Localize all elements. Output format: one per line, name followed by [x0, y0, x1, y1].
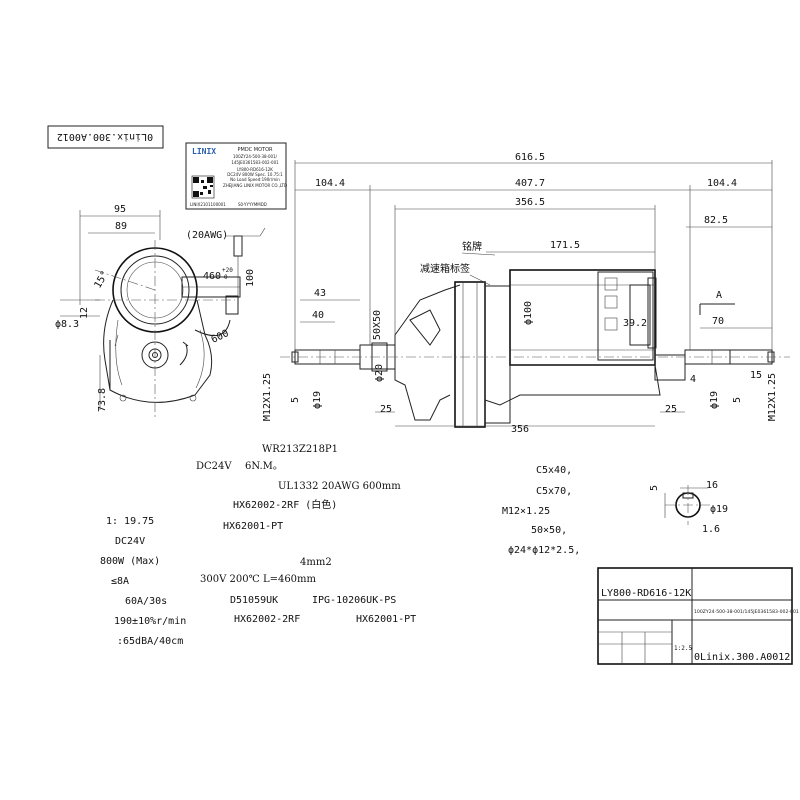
spec-ipg: IPG-10206UK-PS — [312, 595, 396, 606]
title-block: LY800-RD616-12K 100ZY24-500-38-001/145JE… — [597, 567, 799, 665]
spec-noise: :65dBA/40cm — [117, 636, 183, 647]
spec-dc24b: DC24V — [115, 536, 145, 547]
dim-39-2: 39.2 — [623, 318, 647, 329]
spec-phi: ϕ24*ϕ12*2.5, — [508, 545, 580, 556]
nameplate-line2: 145JE0361583-002-001 — [231, 160, 279, 165]
dim-171-5: 171.5 — [550, 240, 580, 251]
dim-70: 70 — [712, 316, 724, 327]
title-drawing-no: 0Linix.300.A0012 — [694, 652, 790, 663]
nameplate-line6: ZHEJIANG LINIX MOTOR CO.,LTD — [223, 183, 287, 188]
nameplate-line4: DC24V 800W Spec. 10.75:1 — [227, 172, 283, 177]
dim-4: 4 — [690, 374, 696, 385]
dim-73-8: 73.8 — [97, 388, 108, 412]
side-view-dimensions: 616.5 104.4 407.7 104.4 356.5 171.5 82.5… — [262, 152, 778, 435]
title-model: LY800-RD616-12K — [601, 588, 691, 599]
spec-current: ≤8A — [111, 576, 129, 587]
dim-5-left: 5 — [290, 397, 301, 403]
qr-code-icon — [191, 175, 215, 199]
spec-dc24v: DC24V — [196, 461, 232, 472]
dim-left-shaft: 104.4 — [315, 178, 345, 189]
dim-82-5: 82.5 — [704, 215, 728, 226]
svg-text:+20: +20 — [222, 267, 233, 274]
nameplate-line5: No Load Speed:190r/min — [230, 177, 280, 182]
dim-m12-right: M12X1.25 — [767, 373, 778, 421]
dim-motor-len: 356.5 — [515, 197, 545, 208]
dim-100: 100 — [245, 269, 256, 287]
spec-c5x70: C5x70, — [536, 486, 572, 497]
side-view — [280, 269, 790, 428]
spec-m12: M12×1.25 — [502, 506, 550, 517]
spec-amp: 60A/30s — [125, 596, 167, 607]
dim-phi19-right: ϕ19 — [709, 391, 720, 409]
nameplate-brand: LINIX — [192, 147, 216, 156]
dim-25-right: 25 — [665, 404, 677, 415]
dim-50x50: 50X50 — [372, 310, 383, 340]
spec-wr: WR213Z218P1 — [262, 444, 338, 455]
spec-hx2: HX62001-PT — [223, 521, 283, 532]
spec-hx1: HX62002-2RF (白色) — [233, 498, 337, 511]
spec-50x50: 50×50, — [531, 525, 567, 536]
spec-ratio: 1: 19.75 — [106, 516, 154, 527]
spec-hx3: HX62002-2RF — [234, 614, 300, 625]
section-dim-5: 5 — [649, 485, 660, 491]
dim-356: 356 — [511, 424, 529, 435]
dim-angle-15: 15° — [93, 269, 112, 290]
end-view — [94, 235, 243, 420]
gearbox-label-callout: 减速箱标签 — [420, 262, 470, 275]
title-scale: 1:2.5 — [674, 645, 692, 652]
section-dim-phi19: ϕ19 — [710, 504, 728, 515]
nameplate-serial: LINIX2101100001 — [190, 202, 226, 207]
spec-ul: UL1332 20AWG 600mm — [278, 481, 401, 492]
dim-right-shaft: 104.4 — [707, 178, 737, 189]
dim-phi20: ϕ20 — [374, 364, 385, 382]
nameplate-title: PMDC MOTOR — [238, 147, 273, 153]
dim-center: 407.7 — [515, 178, 545, 189]
rotated-drawing-number: 0Linix.300.A0012 — [47, 125, 164, 149]
section-dim-1-6: 1.6 — [702, 524, 720, 535]
nameplate: LINIX PMDC MOTOR 100ZY24-500-38-001/ 145… — [185, 142, 287, 210]
dim-12: 12 — [79, 307, 90, 319]
spec-cable: 300V 200℃ L=460mm — [200, 574, 317, 585]
shaft-section-view: 16 5 ϕ19 1.6 — [649, 480, 728, 535]
dim-89: 89 — [115, 221, 127, 232]
dim-95: 95 — [114, 204, 126, 215]
rotated-drawing-number-text: 0Linix.300.A0012 — [57, 131, 153, 142]
specifications: WR213Z218P1 DC24V 6N.M。 UL1332 20AWG 600… — [100, 444, 580, 647]
spec-hx4: HX62001-PT — [356, 614, 416, 625]
dim-15: 15 — [750, 370, 762, 381]
dim-460: 460 — [203, 271, 221, 282]
end-view-dimensions: 95 89 12 ϕ8.3 73.8 15° (20AWG) 460 +20 0… — [55, 204, 266, 412]
dim-600: 600 — [210, 328, 231, 346]
spec-mm2: 4mm2 — [300, 557, 332, 568]
dim-25-left: 25 — [380, 404, 392, 415]
svg-text:0: 0 — [224, 274, 228, 281]
spec-power: 800W (Max) — [100, 556, 160, 567]
spec-d51: D51059UK — [230, 595, 278, 606]
dim-phi100: ϕ100 — [523, 301, 534, 325]
nameplate-callout: 铭牌 — [462, 240, 482, 253]
dim-5-right: 5 — [732, 397, 743, 403]
nameplate-line3: LY800-RD616-12K — [237, 167, 273, 172]
dim-phi83: ϕ8.3 — [55, 319, 79, 330]
wire-awg-label: (20AWG) — [186, 230, 228, 241]
spec-torque: 6N.M。 — [245, 461, 283, 472]
dim-m12-left: M12X1.25 — [262, 373, 273, 421]
dim-43: 43 — [314, 288, 326, 299]
section-dim-16: 16 — [706, 480, 718, 491]
dim-40: 40 — [312, 310, 324, 321]
spec-c5x40: C5x40, — [536, 465, 572, 476]
nameplate-line1: 100ZY24-500-38-001/ — [233, 154, 278, 159]
spec-speed: 190±10%r/min — [114, 616, 186, 627]
dim-overall: 616.5 — [515, 152, 545, 163]
title-codes: 100ZY24-500-38-001/145JE0361583-002-001 — [694, 609, 799, 615]
nameplate-serial2: S0-YYYYMMDD — [238, 202, 267, 207]
dim-phi19-left: ϕ19 — [312, 391, 323, 409]
arrow-a-label: A — [716, 290, 722, 301]
